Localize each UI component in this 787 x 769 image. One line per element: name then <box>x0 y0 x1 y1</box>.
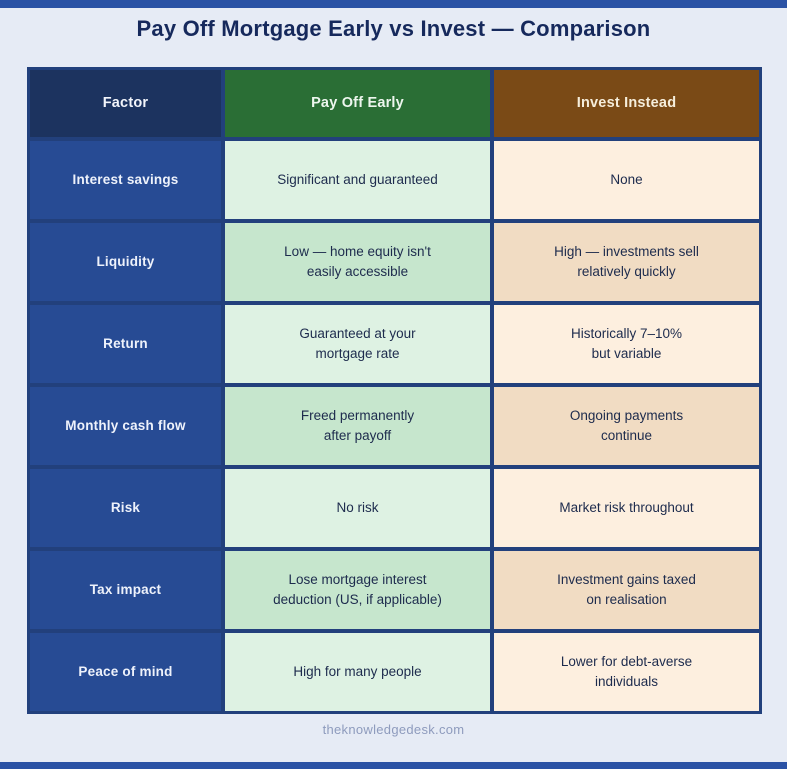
row-label-monthly-cash-flow: Monthly cash flow <box>30 387 221 465</box>
row-label-interest-savings: Interest savings <box>30 141 221 219</box>
row-label-tax-impact: Tax impact <box>30 551 221 629</box>
page-title: Pay Off Mortgage Early vs Invest — Compa… <box>136 16 651 41</box>
cell-peace-of-mind-invest: Lower for debt-averse individuals <box>494 633 759 711</box>
cell-liquidity-invest: High — investments sell relatively quick… <box>494 223 759 301</box>
bottom-accent-bar <box>0 762 787 769</box>
row-label-risk: Risk <box>30 469 221 547</box>
cell-tax-impact-pay-off: Lose mortgage interest deduction (US, if… <box>225 551 490 629</box>
row-label-liquidity: Liquidity <box>30 223 221 301</box>
cell-monthly-cash-flow-invest: Ongoing payments continue <box>494 387 759 465</box>
row-label-return: Return <box>30 305 221 383</box>
column-header-pay-off-early: Pay Off Early <box>225 70 490 137</box>
cell-risk-invest: Market risk throughout <box>494 469 759 547</box>
comparison-table: Factor Pay Off Early Invest Instead Inte… <box>27 67 762 714</box>
cell-risk-pay-off: No risk <box>225 469 490 547</box>
top-accent-bar <box>0 0 787 8</box>
cell-return-pay-off: Guaranteed at your mortgage rate <box>225 305 490 383</box>
cell-peace-of-mind-pay-off: High for many people <box>225 633 490 711</box>
cell-interest-savings-pay-off: Significant and guaranteed <box>225 141 490 219</box>
row-label-peace-of-mind: Peace of mind <box>30 633 221 711</box>
site-attribution: theknowledgedesk.com <box>322 722 465 737</box>
column-header-invest-instead: Invest Instead <box>494 70 759 137</box>
cell-tax-impact-invest: Investment gains taxed on realisation <box>494 551 759 629</box>
cell-return-invest: Historically 7–10% but variable <box>494 305 759 383</box>
cell-interest-savings-invest: None <box>494 141 759 219</box>
cell-liquidity-pay-off: Low — home equity isn't easily accessibl… <box>225 223 490 301</box>
cell-monthly-cash-flow-pay-off: Freed permanently after payoff <box>225 387 490 465</box>
column-header-factor: Factor <box>30 70 221 137</box>
